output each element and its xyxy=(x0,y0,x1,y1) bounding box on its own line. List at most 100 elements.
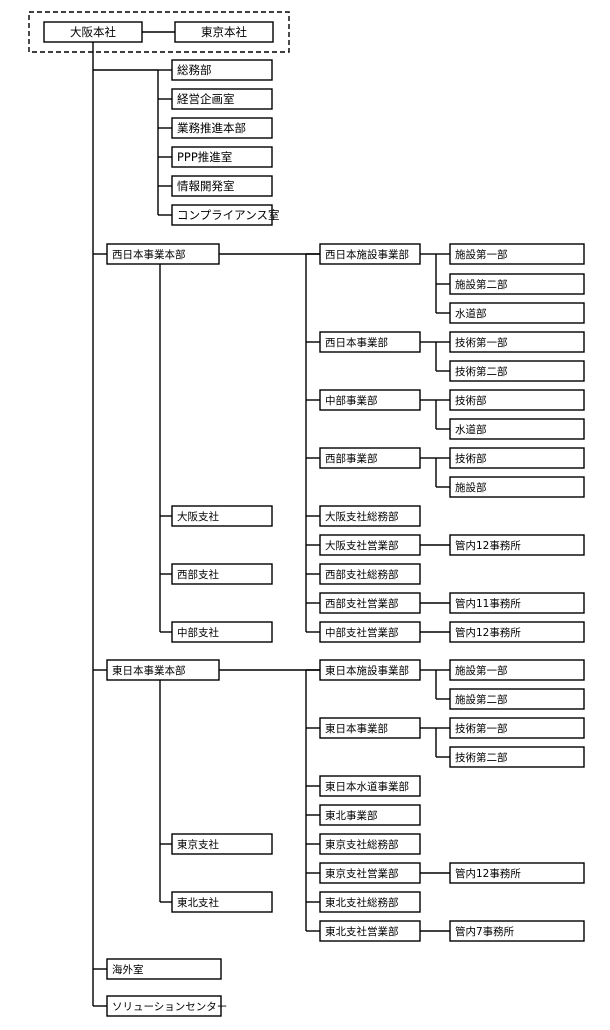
east-division-7: 東北支社営業部 xyxy=(319,920,421,942)
west-div-0-unit-2-frame xyxy=(449,302,585,324)
east-div-1-unit-0: 技術第一部 xyxy=(449,717,585,739)
east-div-0-unit-1-label: 施設第二部 xyxy=(455,693,508,706)
east-div-7-unit-0-label: 管内7事務所 xyxy=(455,925,515,938)
west-div-2-unit-0: 技術部 xyxy=(449,389,585,411)
west-div-0-unit-0: 施設第一部 xyxy=(449,243,585,265)
staff-dept-2-frame xyxy=(171,117,273,139)
west-div-2-unit-1-frame xyxy=(449,418,585,440)
west-div-0-unit-0-frame xyxy=(449,243,585,265)
east-division-3-label: 東北事業部 xyxy=(325,809,378,822)
west-div-3-unit-1-label: 施設部 xyxy=(455,481,487,494)
east-division-3: 東北事業部 xyxy=(319,804,421,826)
west-division-4: 大阪支社総務部 xyxy=(319,505,421,527)
east-division-5: 東京支社営業部 xyxy=(319,862,421,884)
west-div-1-unit-1-frame xyxy=(449,360,585,382)
west-division-3-label: 西部事業部 xyxy=(325,452,378,465)
west-div-0-unit-2-label: 水道部 xyxy=(455,307,487,320)
east-div-1-unit-1-frame xyxy=(449,746,585,768)
east-division-4: 東京支社総務部 xyxy=(319,833,421,855)
west-division-2: 中部事業部 xyxy=(319,389,421,411)
east-division-3-frame xyxy=(319,804,421,826)
staff-dept-0: 総務部 xyxy=(171,59,273,81)
west-division-7-label: 西部支社営業部 xyxy=(325,597,399,610)
solution-center-label: ソリューションセンター xyxy=(112,1001,227,1013)
tokyo-headquarters: 東京本社 xyxy=(174,21,274,43)
west-div-3-unit-0-label: 技術部 xyxy=(455,452,487,465)
east-div-7-unit-0-frame xyxy=(449,920,585,942)
staff-dept-4-frame xyxy=(171,175,273,197)
west-branch-2-frame xyxy=(171,621,273,643)
west-div-7-unit-0-label: 管内11事務所 xyxy=(455,597,521,610)
east-division-6-frame xyxy=(319,891,421,913)
west-div-1-unit-0-label: 技術第一部 xyxy=(455,336,508,349)
west-division-0-label: 西日本施設事業部 xyxy=(325,248,409,261)
west-division-0: 西日本施設事業部 xyxy=(319,243,421,265)
staff-dept-1-frame xyxy=(171,88,273,110)
east-div-0-unit-1: 施設第二部 xyxy=(449,688,585,710)
east-branch-0-frame xyxy=(171,833,273,855)
west-div-0-unit-1-label: 施設第二部 xyxy=(455,278,508,291)
staff-dept-5-frame xyxy=(171,204,273,226)
west-div-7-unit-0: 管内11事務所 xyxy=(449,592,585,614)
east-division-6: 東北支社総務部 xyxy=(319,891,421,913)
west-div-7-unit-0-frame xyxy=(449,592,585,614)
east-div-0-unit-0-frame xyxy=(449,659,585,681)
staff-dept-4: 情報開発室 xyxy=(171,175,273,197)
east-division-2: 東日本水道事業部 xyxy=(319,775,421,797)
overseas-office-label: 海外室 xyxy=(112,963,144,976)
east-div-5-unit-0-frame xyxy=(449,862,585,884)
west-regional-hq: 西日本事業本部 xyxy=(106,243,220,265)
east-division-2-label: 東日本水道事業部 xyxy=(325,780,409,793)
west-branch-1-label: 西部支社 xyxy=(177,568,219,581)
west-div-0-unit-2: 水道部 xyxy=(449,302,585,324)
east-division-1: 東日本事業部 xyxy=(319,717,421,739)
west-div-8-unit-0-label: 管内12事務所 xyxy=(455,626,521,639)
east-division-4-label: 東京支社総務部 xyxy=(325,838,399,851)
staff-dept-3-label: PPP推進室 xyxy=(177,150,232,164)
west-div-2-unit-1-label: 水道部 xyxy=(455,423,487,436)
solution-center: ソリューションセンター xyxy=(106,995,227,1017)
east-branch-1-frame xyxy=(171,891,273,913)
west-branch-0: 大阪支社 xyxy=(171,505,273,527)
west-div-1-unit-1-label: 技術第二部 xyxy=(455,365,508,378)
staff-dept-2: 業務推進本部 xyxy=(171,117,273,139)
west-division-4-label: 大阪支社総務部 xyxy=(325,510,399,523)
east-div-1-unit-0-label: 技術第一部 xyxy=(455,722,508,735)
staff-dept-2-label: 業務推進本部 xyxy=(177,121,246,135)
east-div-7-unit-0: 管内7事務所 xyxy=(449,920,585,942)
west-div-0-unit-0-label: 施設第一部 xyxy=(455,248,508,261)
west-division-8-label: 中部支社営業部 xyxy=(325,626,399,639)
overseas-office-frame xyxy=(106,958,222,980)
east-div-0-unit-0: 施設第一部 xyxy=(449,659,585,681)
east-division-1-label: 東日本事業部 xyxy=(325,722,388,735)
east-div-1-unit-1-label: 技術第二部 xyxy=(455,751,508,764)
east-branch-1-label: 東北支社 xyxy=(177,896,219,909)
headquarters-group-frame xyxy=(28,11,290,53)
west-div-1-unit-1: 技術第二部 xyxy=(449,360,585,382)
east-div-1-unit-1: 技術第二部 xyxy=(449,746,585,768)
west-division-5-label: 大阪支社営業部 xyxy=(325,539,399,552)
east-branch-0-label: 東京支社 xyxy=(177,838,219,851)
west-division-8: 中部支社営業部 xyxy=(319,621,421,643)
east-div-0-unit-1-frame xyxy=(449,688,585,710)
west-division-2-label: 中部事業部 xyxy=(325,394,378,407)
east-div-5-unit-0-label: 管内12事務所 xyxy=(455,867,521,880)
staff-dept-1: 経営企画室 xyxy=(171,88,273,110)
west-branch-2-label: 中部支社 xyxy=(177,626,219,639)
osaka-headquarters: 大阪本社 xyxy=(43,21,143,43)
west-regional-hq-label: 西日本事業本部 xyxy=(112,248,186,261)
staff-dept-3-frame xyxy=(171,146,273,168)
staff-dept-5-label: コンプライアンス室 xyxy=(177,208,279,222)
west-division-5: 大阪支社営業部 xyxy=(319,534,421,556)
west-div-1-unit-0-frame xyxy=(449,331,585,353)
west-div-8-unit-0: 管内12事務所 xyxy=(449,621,585,643)
east-division-6-label: 東北支社総務部 xyxy=(325,896,399,909)
east-div-1-unit-0-frame xyxy=(449,717,585,739)
west-division-4-frame xyxy=(319,505,421,527)
west-div-3-unit-0: 技術部 xyxy=(449,447,585,469)
west-div-3-unit-0-frame xyxy=(449,447,585,469)
solution-center-frame xyxy=(106,995,222,1017)
west-div-8-unit-0-frame xyxy=(449,621,585,643)
staff-dept-5: コンプライアンス室 xyxy=(171,204,279,226)
west-div-2-unit-1: 水道部 xyxy=(449,418,585,440)
